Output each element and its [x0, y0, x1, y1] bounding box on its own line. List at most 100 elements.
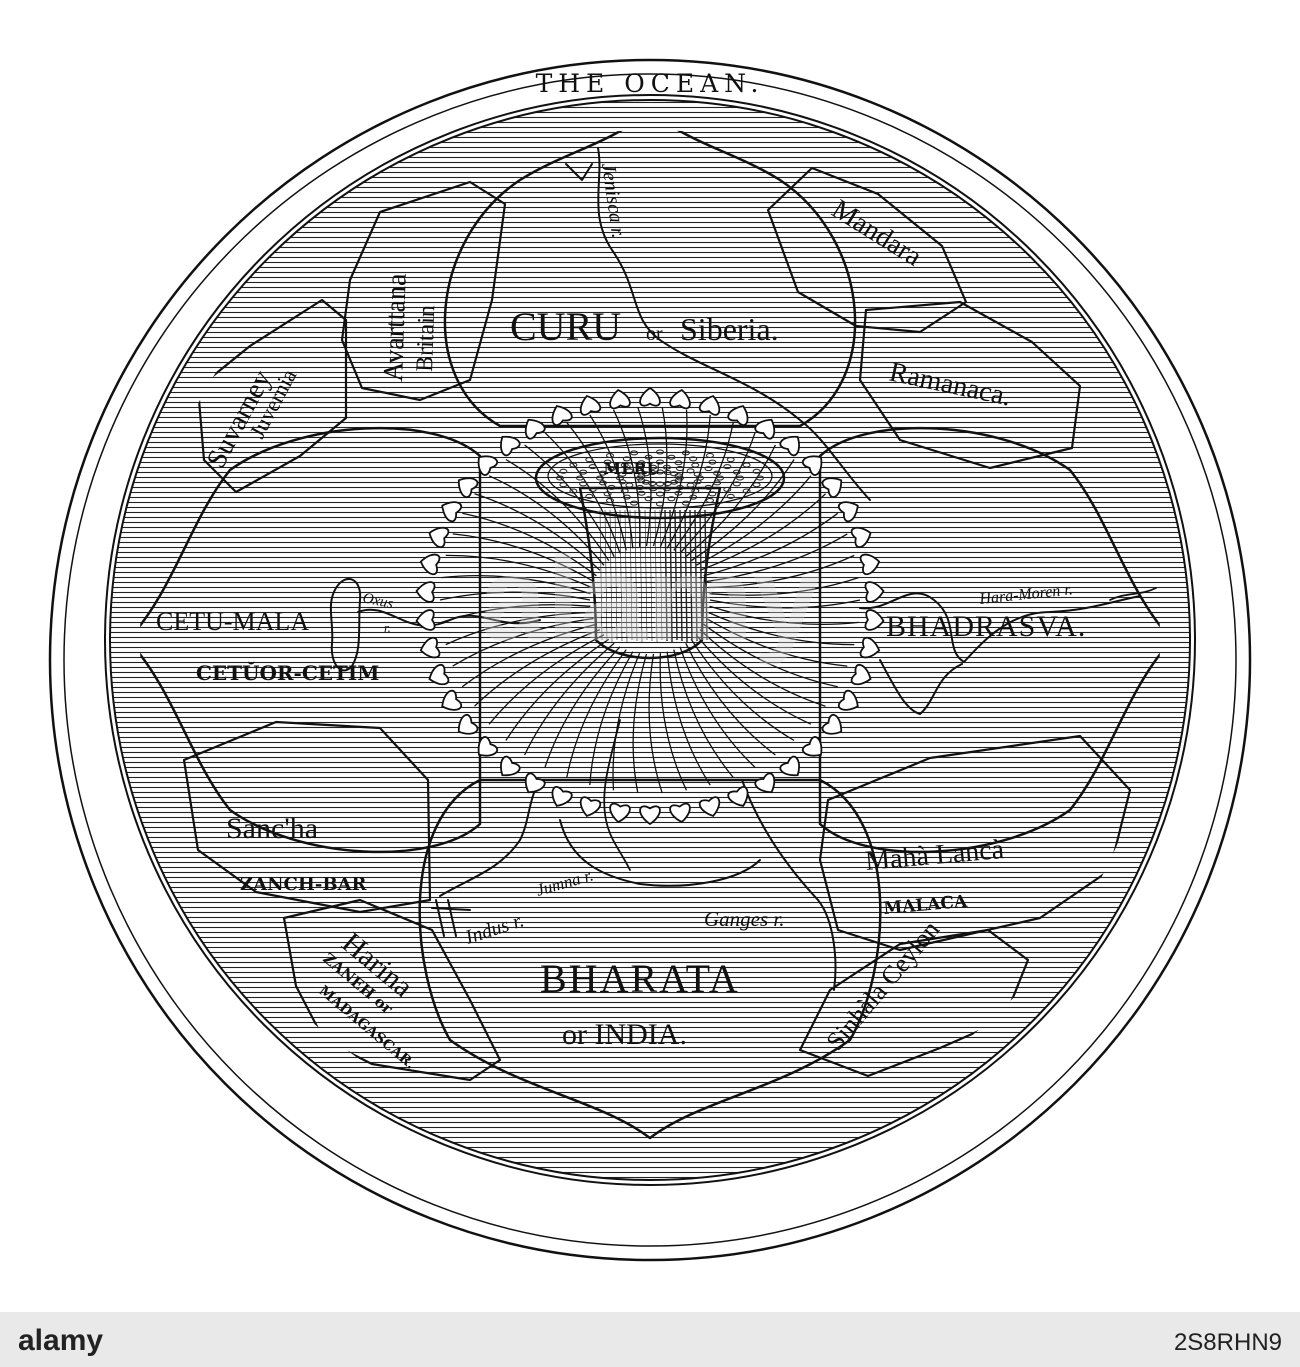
river-west-branch: [603, 719, 631, 871]
lotus-small-petal: [579, 395, 602, 416]
summit-dot: [607, 484, 616, 490]
stamen-ray: [488, 475, 605, 566]
summit-dot: [706, 453, 714, 458]
stamen-ray: [505, 638, 610, 741]
lotus-small-petal: [524, 418, 546, 440]
label-oxus-r: r.: [384, 620, 391, 635]
lotus-small-petal: [698, 395, 721, 416]
stem-shade-line: [619, 509, 623, 642]
label-siberia: Siberia.: [680, 311, 779, 347]
summit-dot: [644, 454, 653, 460]
summit-dot: [708, 491, 717, 497]
summit-dot: [686, 468, 695, 474]
summit-dot: [704, 484, 713, 490]
lotus-small-petal: [754, 772, 776, 794]
stamen-ray: [708, 611, 855, 646]
stamen-ray: [679, 432, 756, 554]
stamen-ray: [709, 576, 859, 596]
summit-dot: [588, 486, 597, 492]
stem-shade-line: [644, 509, 648, 641]
lotus-small-petal: [639, 386, 661, 407]
summit-dot: [656, 449, 664, 455]
label-cetu-mala: CETU-MALA: [156, 607, 309, 636]
outer-ring: [48, 58, 1252, 1262]
summit-dot: [625, 482, 634, 488]
label-meru: MERU: [603, 459, 660, 478]
summit-dot: [676, 485, 684, 490]
lotus-small-petal: [864, 609, 885, 631]
cosmographic-map: THE OCEAN. MERU CUR: [48, 58, 1252, 1262]
summit-dot: [606, 498, 614, 503]
summit-dot: [603, 459, 612, 465]
summit-dot: [716, 475, 724, 481]
stamen-ray: [441, 574, 591, 595]
lotus-small-petal: [551, 405, 573, 426]
stamen-ray: [452, 617, 594, 667]
lotus-small-petal: [850, 664, 872, 686]
stem-shade-line: [654, 509, 658, 643]
summit-dot: [656, 491, 664, 497]
stem-shade-line: [684, 509, 688, 643]
summit-dot: [569, 488, 578, 494]
ocean: [109, 99, 1191, 1181]
stamen-ray: [709, 605, 859, 626]
watermark: alamy: [480, 532, 821, 666]
lotus-small-petal: [669, 802, 691, 824]
lotus-small-petal: [551, 786, 573, 807]
summit-dot: [649, 464, 658, 470]
lotus-small-petal: [457, 477, 479, 499]
lotus-small-petal: [821, 713, 843, 735]
stamen-ray: [679, 646, 756, 768]
lotus-small-petal: [859, 636, 881, 659]
label-avarttana: Avarttana: [378, 272, 413, 382]
label-curu: CURU: [510, 304, 621, 349]
lotus-small-petal: [838, 501, 859, 523]
stamen-ray: [474, 629, 601, 707]
stamen-ray: [695, 634, 812, 725]
label-sancha: Sanc'ha: [226, 812, 318, 845]
summit-dot: [630, 450, 639, 456]
summit-dot: [662, 486, 671, 492]
summit-dot: [691, 488, 700, 494]
lotus-small-petal: [477, 736, 499, 757]
summit-dot: [706, 498, 714, 503]
island-sinhala: [798, 928, 1030, 1078]
stamen-ray: [706, 617, 848, 667]
summit-dot: [676, 466, 684, 471]
stem-shade-line: [614, 509, 618, 641]
stem-shade-line: [674, 509, 678, 641]
summit-dot: [559, 468, 568, 474]
stamen-ray: [612, 652, 641, 791]
label-india: or INDIA.: [562, 1018, 687, 1051]
summit-dot: [742, 462, 751, 468]
lotus-small-petal: [864, 581, 885, 603]
summit-dot: [618, 471, 627, 477]
stamen-ray: [673, 649, 734, 778]
lotus-small-petal: [821, 477, 843, 499]
lotus-small-petal: [441, 689, 462, 711]
summit-dot: [556, 475, 564, 481]
stamen-ray: [589, 414, 634, 549]
stamen-ray: [488, 634, 605, 725]
lotus-small-petal: [609, 388, 631, 410]
stem-shade-line: [659, 509, 663, 641]
summit-dot: [736, 475, 744, 481]
summit-dot: [656, 481, 664, 487]
summit-dot: [656, 501, 664, 507]
summit-dot: [752, 468, 761, 474]
stamen-ray: [445, 611, 592, 646]
island-suvarney: [196, 298, 348, 494]
outer-ring-2: [63, 73, 1237, 1247]
summit-dot: [704, 466, 713, 472]
stamen-ray: [612, 409, 641, 547]
stamen-ray: [648, 653, 663, 794]
petal-curu: [443, 130, 857, 428]
stem-shade-line: [669, 509, 673, 643]
label-bharata: BHARATA: [540, 956, 740, 1001]
footer-image-id: 2S8RHN9: [1174, 1329, 1282, 1356]
summit-dot: [691, 462, 700, 468]
summit-dot: [585, 493, 594, 499]
island-sancha: [182, 720, 432, 914]
lotus-small-petal: [477, 455, 499, 476]
